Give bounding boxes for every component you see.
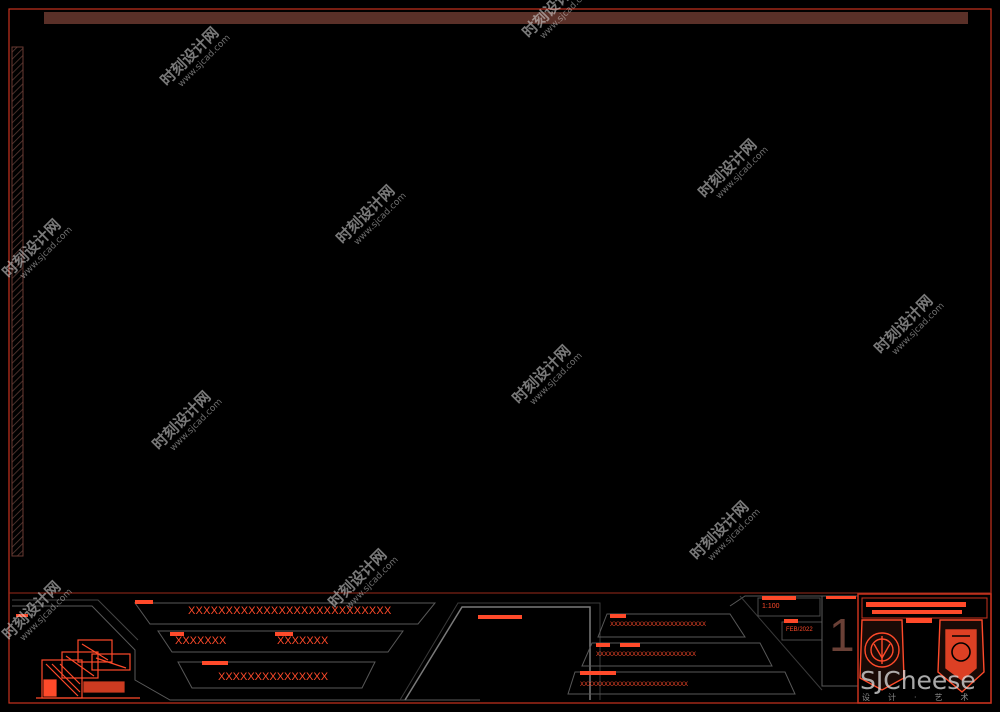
accent-bar: [762, 596, 796, 600]
field-right-text: XXXXXXX: [277, 635, 329, 647]
accent-bar: [580, 671, 616, 675]
university-emblem-icon: [859, 619, 905, 691]
note-line-3: XXXXXXXXXXXXXXXXXXXXXXXXXXX: [580, 682, 689, 688]
accent-bar: [170, 632, 184, 636]
note-box-3: [567, 671, 796, 695]
sheet-number: 1: [829, 609, 855, 661]
name-field-box: [157, 630, 404, 653]
accent-bar: [610, 614, 626, 618]
brand-logo-text: SJCheese: [860, 666, 976, 695]
accent-bar: [872, 610, 962, 614]
accent-bar: [906, 618, 932, 623]
accent-bar: [596, 643, 610, 647]
title-field-box: [134, 602, 437, 625]
title-line-text: XXXXXXXXXXXXXXXXXXXXXXXXXXX: [188, 605, 392, 617]
subtitle-field-box: [177, 661, 376, 689]
outer-border: [8, 8, 992, 704]
accent-bar: [478, 615, 522, 619]
scale-text: 1:100: [762, 603, 780, 610]
shield-emblem-icon: [937, 619, 985, 693]
accent-bar: [620, 643, 640, 647]
note-line-1: XXXXXXXXXXXXXXXXXXXXXXXX: [610, 622, 707, 628]
date-text: FEB/2022: [786, 627, 813, 633]
note-box-2: [581, 642, 773, 667]
accent-bar: [275, 632, 293, 636]
header-bar: [44, 12, 968, 24]
subtitle-line-text: XXXXXXXXXXXXXXX: [218, 671, 329, 683]
field-left-text: XXXXXXX: [175, 635, 227, 647]
center-trapezoid: [404, 606, 591, 701]
brand-subtitle: 设计·艺术: [862, 693, 987, 702]
left-hatch-strip: [11, 46, 24, 557]
note-box-1: [597, 613, 746, 638]
accent-bar: [202, 661, 228, 665]
accent-bar: [135, 600, 153, 604]
logo-panel: [857, 593, 992, 704]
accent-bar: [866, 602, 966, 607]
building-icon: [36, 639, 140, 699]
note-line-2: XXXXXXXXXXXXXXXXXXXXXXXXX: [596, 652, 697, 658]
accent-bar: [16, 614, 28, 617]
accent-bar: [784, 619, 798, 623]
